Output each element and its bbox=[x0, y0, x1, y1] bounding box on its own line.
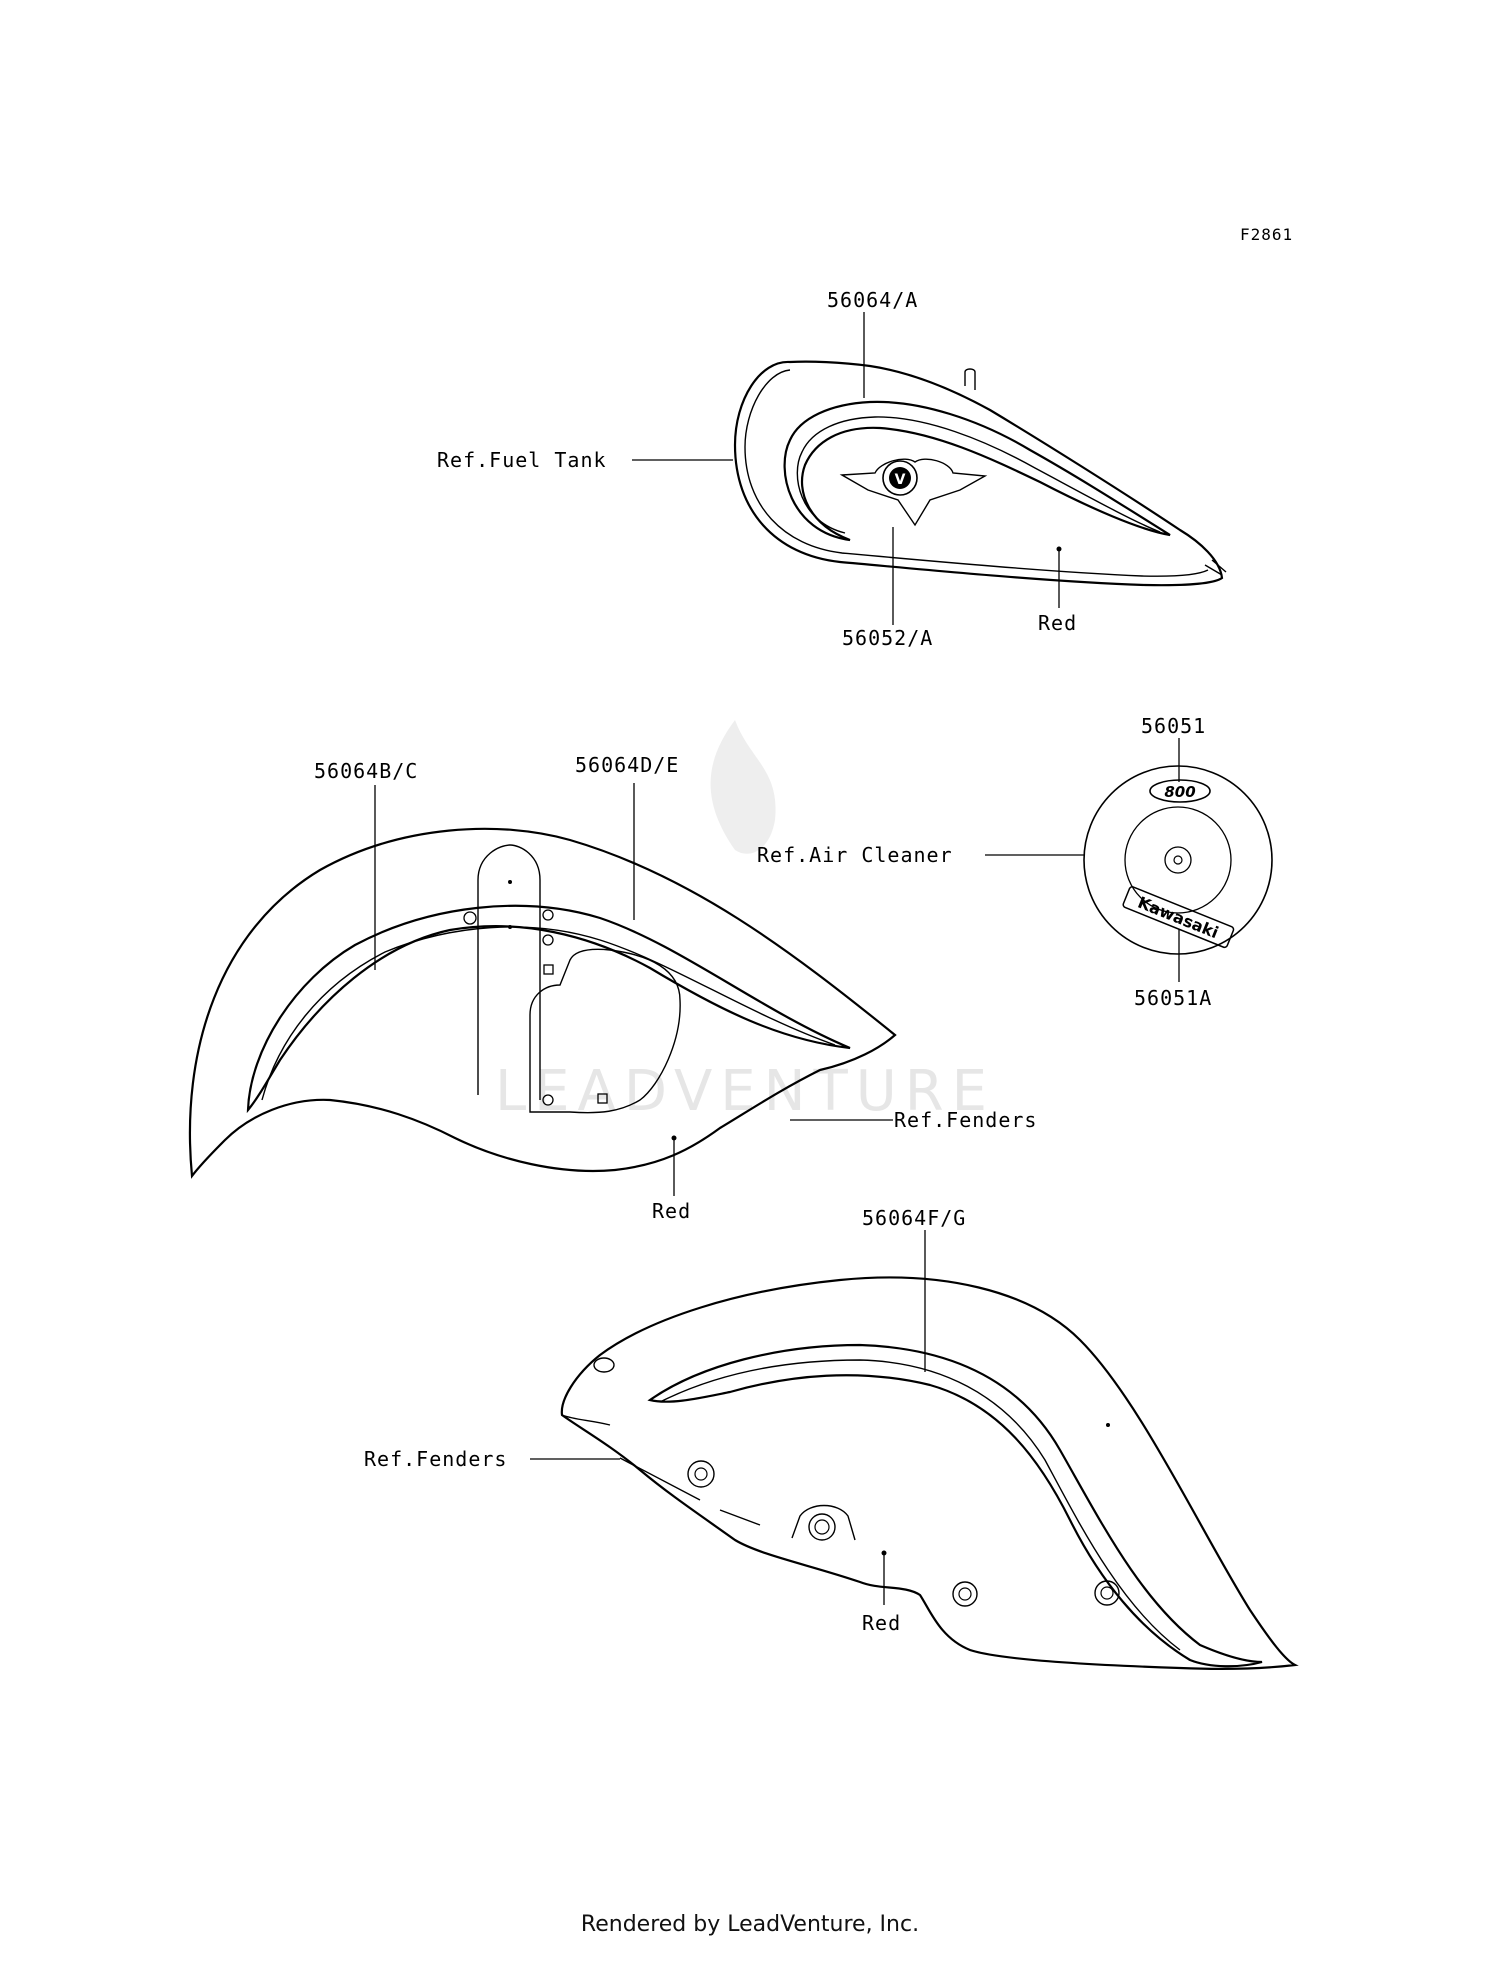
figure-code: F2861 bbox=[1240, 225, 1293, 244]
callout-air-bottom: 56051A bbox=[1134, 986, 1212, 1010]
callout-tank-emblem: 56052/A bbox=[842, 626, 933, 650]
callout-air-ref: Ref.Air Cleaner bbox=[757, 843, 953, 867]
watermark-text: LEADVENTURE bbox=[495, 1059, 995, 1124]
callout-front-stripe-right: 56064D/E bbox=[575, 753, 679, 777]
callout-front-stripe-left: 56064B/C bbox=[314, 759, 418, 783]
callout-tank-stripe: 56064/A bbox=[827, 288, 918, 312]
fuel-tank-drawing: V bbox=[733, 360, 1227, 587]
callout-rear-ref: Ref.Fenders bbox=[364, 1447, 507, 1471]
callout-tank-color: Red bbox=[1038, 611, 1077, 635]
callout-rear-stripe: 56064F/G bbox=[862, 1206, 966, 1230]
callout-front-ref: Ref.Fenders bbox=[894, 1108, 1037, 1132]
rear-fender-drawing bbox=[560, 1276, 1299, 1670]
air-cleaner-drawing: 800 Kawasaki bbox=[1083, 765, 1273, 955]
callout-front-color: Red bbox=[652, 1199, 691, 1223]
tank-emblem: V bbox=[839, 458, 988, 527]
tank-badge-letter: V bbox=[895, 472, 906, 488]
callout-air-top: 56051 bbox=[1141, 714, 1206, 738]
air-cleaner-800-text: 800 bbox=[1164, 783, 1195, 801]
callout-tank-ref: Ref.Fuel Tank bbox=[437, 448, 607, 472]
watermark: LEADVENTURE bbox=[495, 720, 995, 1124]
callout-rear-color: Red bbox=[862, 1611, 901, 1635]
footer-credit: Rendered by LeadVenture, Inc. bbox=[580, 1912, 920, 1937]
